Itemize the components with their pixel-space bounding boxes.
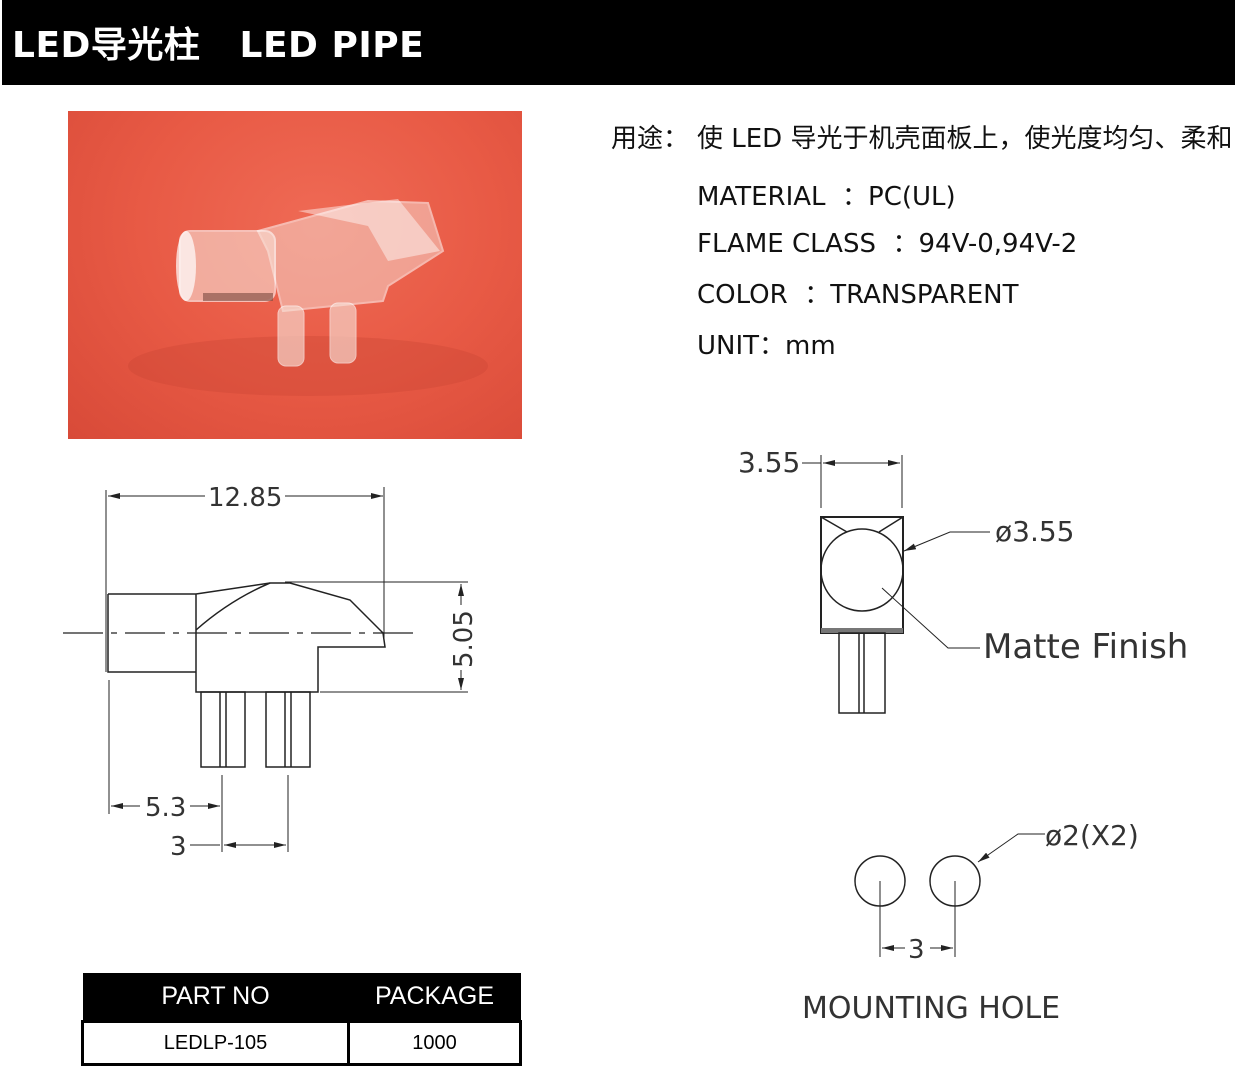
mounting-hole-label: MOUNTING HOLE [802,991,1060,1026]
part-table: PART NO PACKAGE LEDLP-105 1000 [81,973,522,1066]
cell-part-no: LEDLP-105 [81,1020,350,1066]
page-title: LED导光柱 LED PIPE [12,25,425,66]
product-photo [68,111,522,439]
dimension-hole-diameter: ø2(X2) [1045,819,1139,852]
usage-label: 用途： [611,124,690,154]
dimension-pin-offset: 5.3 [145,793,186,823]
dimension-pin-pitch: 3 [170,832,187,862]
table-row: LEDLP-105 1000 [81,1020,522,1066]
side-view-drawing [63,487,468,852]
color-spec: COLOR ：TRANSPARENT [697,280,1019,310]
dimension-hole-pitch: 3 [908,935,925,965]
cell-package: 1000 [347,1020,522,1066]
usage-text: 使 LED 导光于机壳面板上，使光度均匀、柔和 [697,124,1233,154]
dimension-lens-diameter: ø3.55 [995,515,1074,548]
column-header-part-no: PART NO [82,973,349,1022]
matte-finish-label: Matte Finish [983,627,1188,667]
dimension-height: 5.05 [449,610,479,668]
material-spec: MATERIAL ：PC(UL) [697,182,956,212]
column-header-package: PACKAGE [348,973,521,1022]
front-view-drawing [802,455,990,714]
dimension-length: 12.85 [208,483,282,513]
page-header: LED导光柱 LED PIPE [2,0,1235,85]
dimension-width: 3.55 [738,446,800,479]
flame-class-spec: FLAME CLASS ：94V-0,94V-2 [697,229,1078,259]
led-pipe-photo-illustration [128,199,488,396]
mounting-hole-drawing [854,833,1045,957]
table-header-row: PART NO PACKAGE [82,973,521,1022]
unit-spec: UNIT：mm [697,331,836,361]
